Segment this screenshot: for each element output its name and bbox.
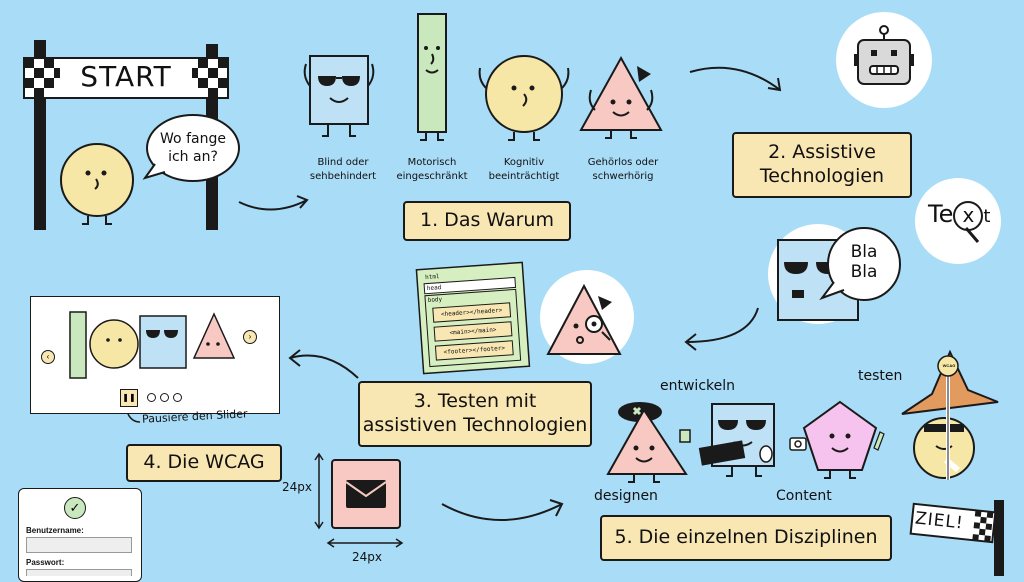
speech-line-2: ich an?: [168, 149, 218, 166]
speech-blabla-text: Bla Bla: [834, 242, 894, 283]
caption-deaf-line2: schwerhörig: [592, 170, 654, 182]
content-pentagon: [789, 400, 885, 479]
designer-triangle: [606, 402, 691, 483]
label-content: Content: [776, 488, 832, 504]
slider-dot-3[interactable]: [173, 393, 182, 402]
character-deaf: [579, 55, 663, 139]
speech-line-1: Wo fange: [160, 131, 226, 147]
slider-characters: [69, 311, 236, 379]
start-banner-text: START: [80, 60, 172, 93]
character-blind: [303, 55, 375, 137]
slider-pause-button[interactable]: ❚❚: [120, 389, 138, 407]
text-icon-part3: t: [983, 206, 991, 227]
password-label: Passwort:: [26, 558, 65, 567]
mail-icon: [331, 459, 401, 529]
step-2-label: 2. Assistive Technologien: [732, 132, 912, 198]
caption-blind-line2: sehbehindert: [309, 170, 377, 182]
caption-cognitive-line1: Kognitiv: [503, 157, 545, 168]
arrow-step3-to-step4: [288, 349, 359, 379]
character-cognitive: [478, 55, 570, 141]
blabla-line2: Bla: [850, 262, 878, 283]
caption-motor: Motorisch eingeschränkt: [392, 156, 472, 183]
password-input[interactable]: [26, 569, 132, 576]
finish-flag: [909, 500, 1004, 576]
code-window-content: html head body <header></header> <main><…: [423, 267, 522, 368]
label-testen: testen: [858, 368, 903, 384]
speech-bubble-start-text: Wo fange ich an?: [148, 130, 238, 166]
arrow-step4-to-step5: [441, 499, 564, 521]
dim-vertical: 24px: [282, 480, 312, 494]
robot-icon: [854, 25, 914, 85]
tester-wizard: [901, 349, 999, 480]
step-2-line1: 2. Assistive: [768, 141, 876, 164]
developer-square: [698, 403, 775, 477]
step-3-label: 3. Testen mit assistiven Technologien: [358, 381, 592, 447]
caption-cognitive: Kognitiv beeinträchtigt: [479, 156, 569, 183]
wizard-wand-badge: WCAG: [942, 363, 956, 368]
step-1-label: 1. Das Warum: [403, 201, 571, 241]
caption-deaf: Gehörlos oder schwerhörig: [578, 156, 668, 183]
text-icon-part1: Te: [928, 200, 954, 228]
slider-prev-button[interactable]: ‹: [41, 350, 55, 364]
code-header: <header></header>: [432, 302, 512, 323]
arrow-step2-to-step3: [684, 307, 759, 351]
username-input[interactable]: [26, 537, 132, 553]
code-body-block: body <header></header> <main></main> <fo…: [424, 288, 522, 368]
label-designen: designen: [594, 488, 658, 504]
caption-deaf-line1: Gehörlos oder: [587, 157, 659, 168]
dim-horizontal: 24px: [352, 550, 382, 564]
step-5-label: 5. Die einzelnen Disziplinen: [600, 515, 892, 561]
step-3-line1: 3. Testen mit: [413, 390, 537, 413]
dim-vertical-arrow: [314, 452, 324, 530]
start-character: [60, 143, 134, 225]
slider-dot-1[interactable]: [147, 393, 156, 402]
speech-bubble-start: [142, 114, 240, 182]
caption-blind-line1: Blind oder: [317, 157, 369, 168]
code-footer: <footer></footer>: [434, 340, 514, 361]
caption-motor-line1: Motorisch: [407, 157, 457, 168]
arrow-step1-to-step2: [689, 66, 782, 92]
arrow-start-to-step1: [238, 195, 309, 211]
code-main: <main></main>: [433, 321, 513, 342]
step-2-line2: Technologien: [759, 165, 885, 187]
username-label: Benutzername:: [26, 526, 84, 535]
triangle-tester: [546, 283, 622, 355]
slider-next-button[interactable]: ›: [243, 330, 257, 344]
caption-motor-line2: eingeschränkt: [396, 170, 468, 182]
blabla-line1: Bla: [850, 242, 878, 262]
step-3-line2: assistiven Technologien: [362, 414, 588, 436]
check-icon: ✓: [64, 497, 86, 519]
slider-dot-2[interactable]: [160, 393, 169, 402]
dim-horizontal-arrow: [326, 538, 404, 548]
slider-caption-arrow: [127, 413, 141, 423]
magnifier-handle: [964, 227, 980, 243]
character-motor: [417, 13, 447, 141]
text-icon-part2: x: [953, 201, 984, 231]
caption-blind: Blind oder sehbehindert: [303, 156, 383, 183]
label-entwickeln: entwickeln: [660, 378, 735, 394]
step-4-label: 4. Die WCAG: [126, 444, 282, 482]
caption-cognitive-line2: beeinträchtigt: [488, 170, 560, 182]
speech-bubble-blabla: [819, 227, 901, 301]
start-gate-posts: [23, 40, 229, 230]
